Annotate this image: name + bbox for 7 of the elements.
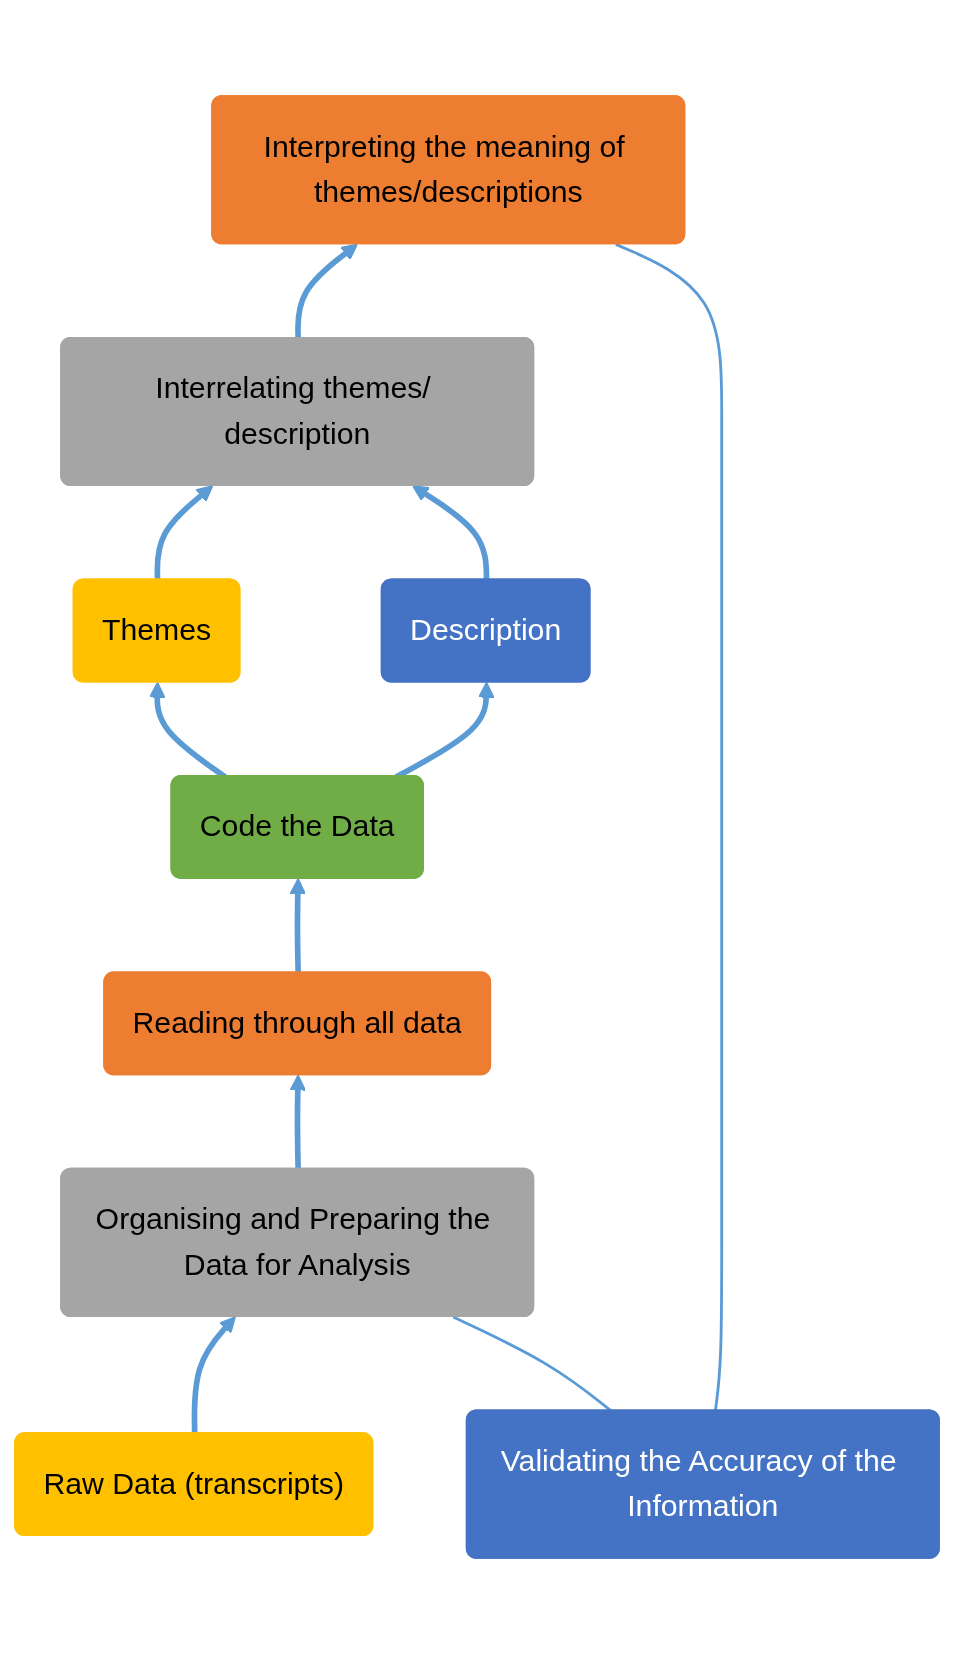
connector bbox=[615, 243, 724, 1412]
arrow bbox=[154, 485, 214, 581]
arrow bbox=[191, 1316, 236, 1435]
arrow bbox=[289, 1074, 307, 1170]
arrow bbox=[412, 485, 490, 581]
arrow bbox=[295, 243, 358, 339]
arrow bbox=[289, 878, 307, 974]
